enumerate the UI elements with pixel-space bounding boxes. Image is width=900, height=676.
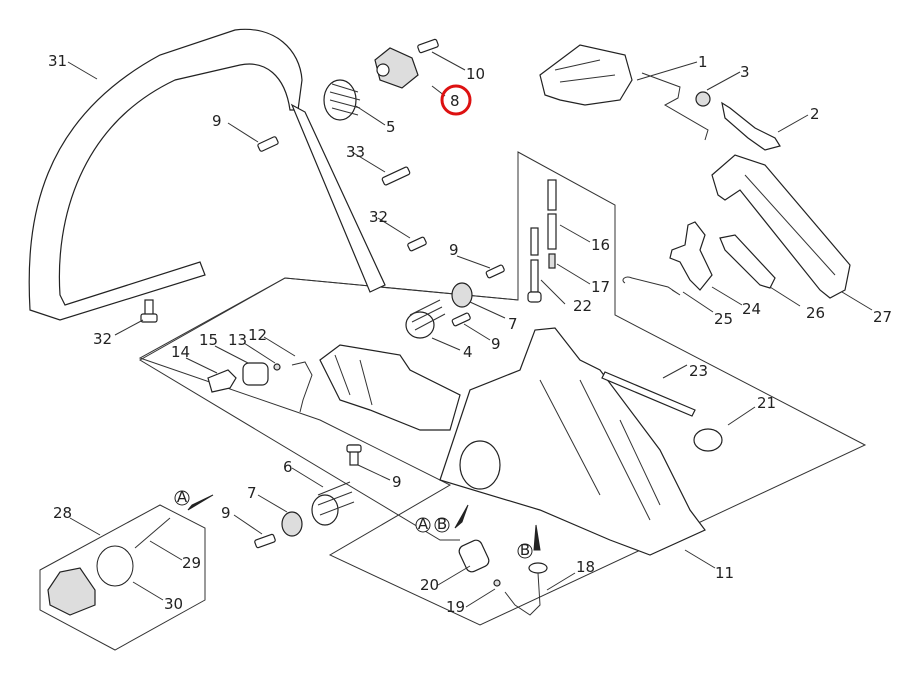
callout-18[interactable]: 18	[576, 558, 595, 576]
callout-33[interactable]: 33	[346, 143, 365, 161]
callout-14[interactable]: 14	[171, 343, 190, 361]
callout-13[interactable]: 13	[228, 331, 247, 349]
callout-26[interactable]: 26	[806, 304, 825, 322]
callout-31[interactable]: 31	[48, 52, 67, 70]
ref-letter-b2: B	[520, 541, 530, 559]
callout-3[interactable]: 3	[740, 63, 750, 81]
callout-1[interactable]: 1	[698, 53, 708, 71]
callout-30[interactable]: 30	[164, 595, 183, 613]
callout-2[interactable]: 2	[810, 105, 820, 123]
callout-22[interactable]: 22	[573, 297, 592, 315]
callout-29[interactable]: 29	[182, 554, 201, 572]
ref-marker-a2	[415, 517, 431, 533]
spring-5[interactable]	[323, 79, 361, 121]
damper-7-upper[interactable]	[451, 282, 473, 308]
callout-5[interactable]: 5	[386, 118, 396, 136]
callout-7[interactable]: 7	[247, 484, 257, 502]
callout-17[interactable]: 17	[591, 278, 610, 296]
callout-28[interactable]: 28	[53, 504, 72, 522]
spring-25[interactable]	[622, 276, 681, 296]
hose-23[interactable]	[601, 371, 696, 417]
damper-7-lower[interactable]	[281, 511, 303, 537]
callout-9[interactable]: 9	[392, 473, 402, 491]
handle-cover-27[interactable]	[711, 154, 851, 299]
screw-9-a[interactable]	[257, 136, 279, 152]
screw-9-d[interactable]	[346, 444, 362, 466]
callout-24[interactable]: 24	[742, 300, 761, 318]
bolt-33[interactable]	[381, 166, 411, 186]
callout-8[interactable]: 8	[450, 92, 460, 110]
screw-9-b[interactable]	[485, 264, 505, 279]
spring-4[interactable]	[405, 299, 446, 339]
ref-marker-b1	[434, 517, 450, 533]
grommet-3[interactable]	[695, 91, 711, 107]
fitting-14[interactable]	[207, 369, 237, 393]
screw-9-e[interactable]	[254, 533, 276, 549]
fuel-hose-12[interactable]	[291, 361, 313, 413]
screw-10[interactable]	[417, 38, 439, 54]
group-outline-cap	[39, 504, 206, 651]
callout-4[interactable]: 4	[463, 343, 473, 361]
valve-17[interactable]	[548, 253, 556, 269]
group-outline-tank	[138, 151, 867, 626]
callout-9[interactable]: 9	[212, 112, 222, 130]
callout-10[interactable]: 10	[466, 65, 485, 83]
ref-letter-a1: A	[177, 488, 188, 506]
throttle-rod-1[interactable]	[641, 72, 709, 141]
rear-handle-frame[interactable]	[319, 344, 461, 431]
oil-hose-18[interactable]	[504, 562, 548, 616]
pipe-16[interactable]	[547, 179, 557, 250]
callout-9[interactable]: 9	[449, 241, 459, 259]
callout-9[interactable]: 9	[491, 335, 501, 353]
tank-housing-11[interactable]	[439, 327, 706, 556]
cap-assembly-28[interactable]	[47, 567, 96, 616]
callout-20[interactable]: 20	[420, 576, 439, 594]
callout-16[interactable]: 16	[591, 236, 610, 254]
screw-32-lower[interactable]	[140, 299, 158, 323]
switch-2[interactable]	[721, 101, 781, 151]
callout-19[interactable]: 19	[446, 598, 465, 616]
spring-6[interactable]	[311, 481, 355, 526]
callout-25[interactable]: 25	[714, 310, 733, 328]
bracket-8[interactable]	[374, 47, 419, 89]
ref-marker-a1	[174, 490, 190, 506]
callout-27[interactable]: 27	[873, 308, 892, 326]
ref-letter-a2: A	[418, 515, 429, 533]
callout-23[interactable]: 23	[689, 362, 708, 380]
oil-filter-20[interactable]	[457, 538, 491, 574]
pipe-22[interactable]	[527, 227, 542, 303]
screw-32-upper[interactable]	[407, 236, 427, 252]
callout-21[interactable]: 21	[757, 394, 776, 412]
ring-13[interactable]	[273, 363, 281, 371]
throttle-trigger-24[interactable]	[669, 221, 713, 291]
o-ring-30[interactable]	[96, 545, 134, 587]
highlight-ring-8	[440, 84, 472, 116]
screw-9-c[interactable]	[451, 312, 471, 327]
callout-15[interactable]: 15	[199, 331, 218, 349]
callout-11[interactable]: 11	[715, 564, 734, 582]
primer-bulb-21[interactable]	[693, 428, 723, 452]
callout-32[interactable]: 32	[93, 330, 112, 348]
ref-marker-b2	[517, 543, 533, 559]
filter-15[interactable]	[242, 362, 269, 386]
callout-32[interactable]: 32	[369, 208, 388, 226]
ref-arrow-ab	[454, 504, 469, 529]
callout-9[interactable]: 9	[221, 504, 231, 522]
lockout-lever-26[interactable]	[719, 234, 776, 289]
ring-19[interactable]	[493, 579, 501, 587]
mount-plate[interactable]	[539, 44, 633, 106]
ref-arrow-a-cap	[187, 494, 214, 511]
strap-29[interactable]	[134, 517, 171, 549]
ref-letter-b1: B	[437, 515, 447, 533]
front-handle[interactable]	[28, 28, 386, 321]
ref-arrow-b	[533, 524, 541, 551]
callout-12[interactable]: 12	[248, 326, 267, 344]
callout-7[interactable]: 7	[508, 315, 518, 333]
leader-lines	[67, 51, 873, 608]
callout-6[interactable]: 6	[283, 458, 293, 476]
